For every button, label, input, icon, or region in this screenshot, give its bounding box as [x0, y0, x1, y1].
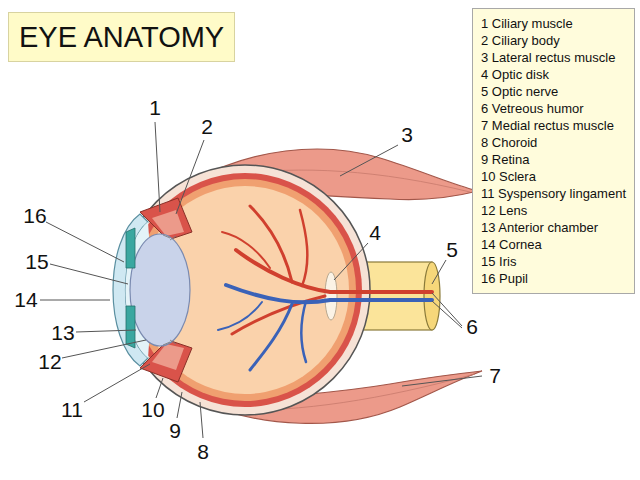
legend-entry: 15 Iris	[481, 253, 626, 270]
title-box: EYE ANATOMY	[8, 12, 235, 62]
callout-number: 11	[61, 399, 83, 421]
callout-number: 13	[51, 322, 74, 344]
legend-entry: 9 Retina	[481, 151, 626, 168]
callout-number: 5	[446, 239, 458, 261]
legend-entry: 10 Sclera	[481, 168, 626, 185]
ciliary-muscle	[140, 340, 192, 382]
callout-number: 15	[25, 251, 48, 273]
blood-vessels	[218, 206, 432, 370]
legend-entry: 16 Pupil	[481, 270, 626, 287]
callout-number: 2	[201, 116, 213, 138]
lens	[130, 234, 190, 346]
callout-number: 12	[38, 351, 61, 373]
legend-entry: 12 Lens	[481, 202, 626, 219]
legend-entry: 11 Syspensory lingament	[481, 185, 626, 202]
callout-number: 6	[466, 316, 478, 338]
legend-entry: 7 Medial rectus muscle	[481, 117, 626, 134]
legend-entry: 14 Cornea	[481, 236, 626, 253]
callout-number: 9	[169, 420, 181, 442]
legend-entry: 4 Optic disk	[481, 66, 626, 83]
iris	[126, 228, 135, 268]
callout-number: 16	[23, 205, 46, 227]
ciliary-body	[152, 210, 184, 236]
legend-entry: 13 Anterior chamber	[481, 219, 626, 236]
callout-number: 8	[197, 441, 209, 463]
callout-number: 1	[149, 97, 161, 119]
legend-entry: 2 Ciliary body	[481, 32, 626, 49]
legend-panel: 1 Ciliary muscle2 Ciliary body3 Lateral …	[472, 8, 635, 294]
legend-entry: 3 Lateral rectus muscle	[481, 49, 626, 66]
suspensory-ligament	[163, 235, 176, 345]
title: EYE ANATOMY	[19, 19, 224, 55]
callout-number: 3	[401, 124, 413, 146]
optic-nerve-end	[424, 262, 440, 330]
leader-lines	[40, 122, 482, 438]
callout-number: 10	[141, 399, 164, 421]
iris	[126, 306, 135, 348]
callout-number: 7	[489, 365, 501, 387]
callout-number: 14	[14, 289, 37, 311]
ciliary-body	[152, 344, 184, 370]
legend-entry: 6 Vetreous humor	[481, 100, 626, 117]
legend-entry: 5 Optic nerve	[481, 83, 626, 100]
ciliary-muscle	[140, 198, 192, 240]
legend-entry: 8 Choroid	[481, 134, 626, 151]
callout-number: 4	[369, 222, 381, 244]
legend-entry: 1 Ciliary muscle	[481, 15, 626, 32]
